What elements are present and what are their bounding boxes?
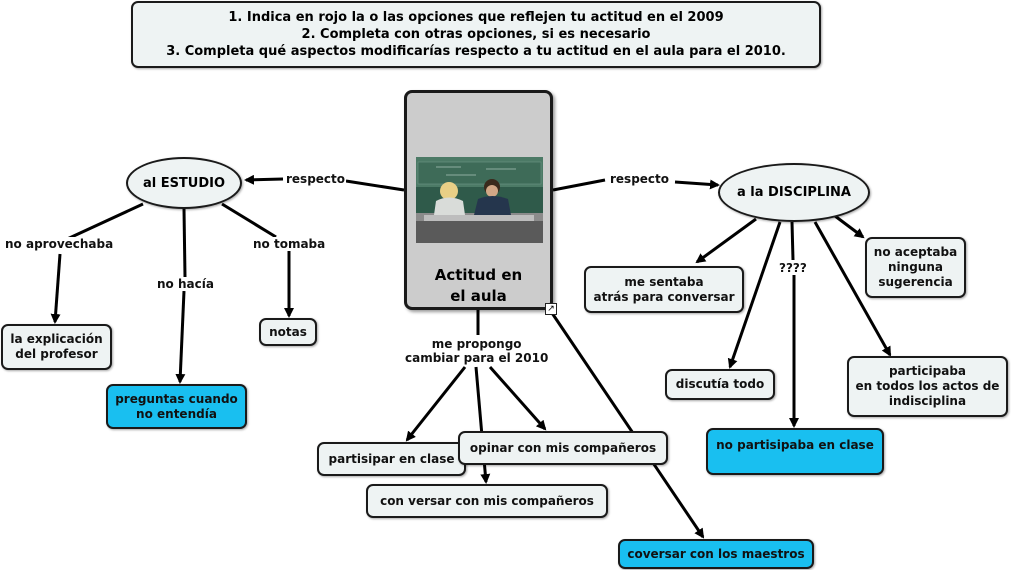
center-node[interactable]: Actitud en el aula	[404, 90, 553, 310]
edge-disciplina-mesentaba	[695, 217, 757, 264]
label-no-tomaba: no tomaba	[252, 237, 327, 251]
edge-estudio-notomaba	[221, 202, 277, 239]
edge-respecto-estudio	[244, 174, 284, 185]
edge-estudio-nohacia	[182, 208, 187, 278]
edge-disciplina-noaceptaba	[834, 214, 865, 239]
edge-disciplina-participaba	[813, 221, 892, 357]
node-discutia-todo[interactable]: discutía todo	[665, 369, 775, 400]
edge-center-coversar	[550, 312, 705, 539]
node-partisipar-en-clase[interactable]: partisipar en clase	[317, 442, 466, 476]
label-me-propongo: me propongo cambiar para el 2010	[404, 337, 550, 365]
center-title: Actitud en el aula	[434, 266, 523, 305]
instructions-box: 1. Indica en rojo la o las opciones que …	[131, 1, 821, 68]
edge-nohacia-preguntas	[175, 290, 186, 384]
edge-respecto-disciplina	[674, 179, 720, 190]
node-notas[interactable]: notas	[259, 318, 317, 346]
node-explicacion-profesor[interactable]: la explicación del profesor	[1, 324, 112, 370]
edge-disciplina-interrogantes	[790, 221, 795, 261]
edge-noaprovechaba-explicacion	[50, 253, 62, 324]
edge-disciplina-discutia	[727, 221, 782, 369]
label-interrogantes: ????	[778, 261, 808, 275]
node-opinar[interactable]: opinar con mis compañeros	[458, 431, 668, 465]
link-arrow-icon[interactable]: ↗	[545, 303, 557, 315]
edge-mepropongo-partisipar	[405, 366, 467, 442]
instruction-line-2: 2. Completa con otras opciones, si es ne…	[301, 27, 651, 42]
node-preguntas[interactable]: preguntas cuando no entendía	[106, 384, 247, 429]
node-con-versar[interactable]: con versar con mis compañeros	[366, 484, 608, 518]
label-respecto-left: respecto	[285, 172, 347, 186]
edge-center-respecto-right	[552, 178, 606, 192]
node-a-la-disciplina[interactable]: a la DISCIPLINA	[718, 163, 870, 222]
edge-center-respecto-left	[345, 179, 405, 192]
label-respecto-right: respecto	[609, 172, 671, 186]
node-no-aceptaba[interactable]: no aceptaba ninguna sugerencia	[865, 237, 966, 298]
node-coversar-maestros[interactable]: coversar con los maestros	[618, 539, 814, 569]
node-me-sentaba[interactable]: me sentaba atrás para conversar	[584, 266, 744, 313]
node-no-partisipaba[interactable]: no partisipaba en clase	[706, 428, 884, 475]
label-no-hacia: no hacía	[156, 277, 215, 291]
node-participaba[interactable]: participaba en todos los actos de indisc…	[847, 356, 1008, 417]
label-no-aprovechaba: no aprovechaba	[4, 237, 115, 251]
classroom-photo	[416, 157, 543, 243]
node-al-estudio[interactable]: al ESTUDIO	[126, 157, 242, 209]
instruction-line-1: 1. Indica en rojo la o las opciones que …	[228, 10, 724, 25]
edge-estudio-noaprovechaba	[64, 202, 144, 242]
instruction-line-3: 3. Completa qué aspectos modificarías re…	[166, 44, 786, 59]
edge-mepropongo-opinar	[488, 366, 547, 431]
